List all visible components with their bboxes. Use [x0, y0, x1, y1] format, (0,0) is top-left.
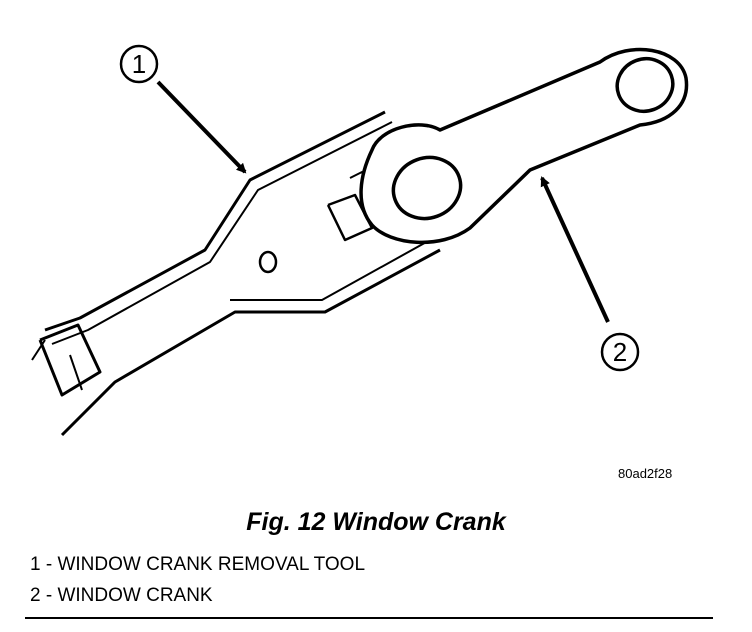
figure-caption: Fig. 12 Window Crank: [246, 508, 506, 536]
callout-1-label: 1: [132, 49, 146, 79]
window-crank-illustration: 1 2: [31, 44, 689, 437]
legend-item-2: 2 - WINDOW CRANK: [30, 585, 213, 606]
callout-2: 2: [540, 176, 640, 372]
window-crank-drawing: [359, 47, 689, 245]
bottom-divider: [25, 617, 713, 619]
callout-2-label: 2: [613, 337, 627, 367]
removal-tool-drawing: [31, 110, 441, 437]
image-code: 80ad2f28: [618, 466, 673, 481]
callout-1: 1: [119, 44, 247, 174]
legend-item-1: 1 - WINDOW CRANK REMOVAL TOOL: [30, 554, 366, 575]
